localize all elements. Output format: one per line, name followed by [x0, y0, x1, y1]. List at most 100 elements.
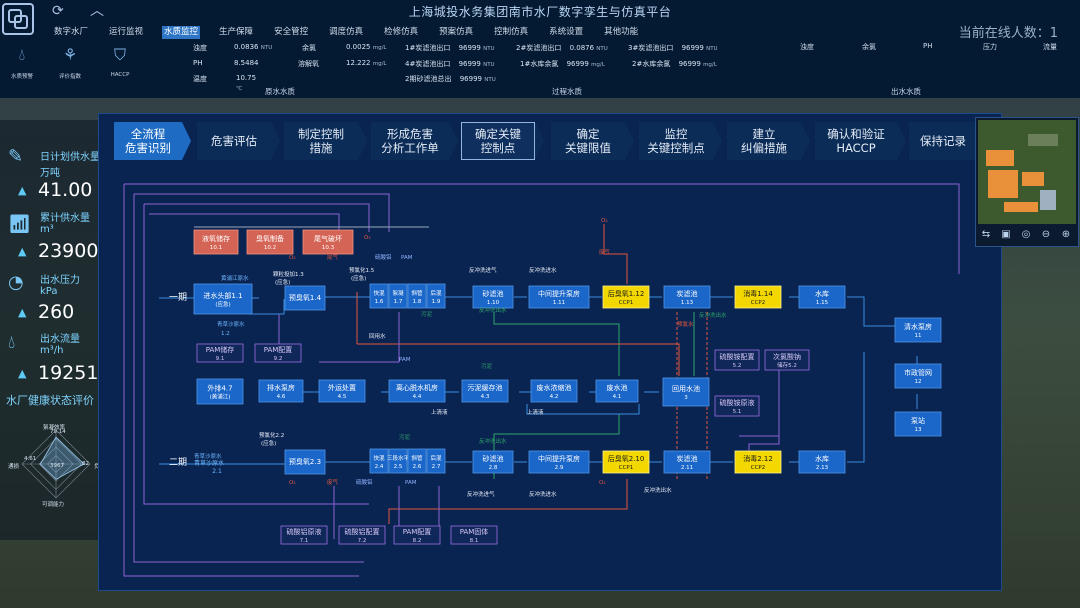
process-node-2.13[interactable] [798, 450, 846, 474]
process-node-2.7[interactable] [426, 448, 446, 474]
haccp-step-8[interactable]: 建立纠偏措施 [727, 122, 801, 160]
process-node-4.5[interactable] [318, 379, 366, 403]
process-node-1.11[interactable] [528, 285, 590, 309]
process-node-1.8[interactable] [407, 283, 427, 309]
zoom-out-icon[interactable]: ⊖ [1041, 229, 1051, 240]
flow-annotation: (应急) [261, 439, 276, 447]
process-node-1.14[interactable] [734, 285, 782, 309]
haccp-step-10[interactable]: 保持记录 [909, 122, 977, 160]
flow-line-6 [133, 194, 364, 563]
process-node-1.9[interactable] [426, 283, 446, 309]
process-node-4.7[interactable] [196, 378, 244, 405]
chevron-up-icon[interactable]: ︿ [90, 3, 104, 19]
process-node-9.1[interactable] [196, 343, 244, 363]
process-node-5.2b[interactable] [764, 349, 810, 371]
process-node-9.2[interactable] [254, 343, 302, 363]
process-node-box [254, 343, 302, 363]
haccp-step-4[interactable]: 形成危害分析工作单 [371, 122, 449, 160]
process-node-code: 1.10 [487, 300, 500, 306]
refresh-icon[interactable]: ⟳ [52, 3, 64, 19]
process-node-1.15[interactable] [798, 285, 846, 309]
process-node-2.4[interactable] [369, 448, 389, 474]
process-node-1.10[interactable] [472, 285, 514, 309]
haccp-step-1[interactable]: 全流程危害识别 [114, 122, 182, 160]
haccp-step-7[interactable]: 监控关键控制点 [639, 122, 713, 160]
process-node-4.1[interactable] [595, 379, 639, 403]
process-node-3[interactable] [662, 377, 710, 407]
process-node-1.6[interactable] [369, 283, 389, 309]
process-node-code: 7.1 [300, 538, 309, 544]
process-node-1.1[interactable] [193, 283, 253, 315]
left-stats-panel: ✎ 日计划供水量 万吨 ▲ 41.00 📶︎ 累计供水量 m³ ▲ 239008… [0, 120, 112, 540]
nav-item-digital-plant[interactable]: 数字水厂 [54, 27, 89, 37]
nav-item-water-quality[interactable]: 水质监控 [162, 26, 201, 39]
flow-annotation: O₂ [289, 480, 296, 486]
process-node-11[interactable] [894, 317, 942, 343]
process-node-2.5[interactable] [388, 448, 408, 474]
process-node-10.1[interactable] [193, 229, 239, 255]
nav-item-maintenance-sim[interactable]: 检修仿真 [384, 27, 419, 37]
minimap-panel[interactable]: ⇆ ▣ ◎ ⊖ ⊕ [975, 117, 1079, 247]
zoom-in-icon[interactable]: ⊕ [1061, 229, 1071, 240]
flow-annotation: 预氯化2.2 [259, 431, 284, 439]
process-node-1.7[interactable] [388, 283, 408, 309]
quick-haccp[interactable]: ⛉ HACCP [100, 44, 140, 78]
out-flow-value: 19251 [38, 362, 99, 384]
nav-item-settings[interactable]: 系统设置 [549, 27, 584, 37]
process-node-10.2[interactable] [246, 229, 294, 255]
process-node-4.4[interactable] [388, 379, 446, 403]
nav-item-production[interactable]: 生产保障 [219, 27, 254, 37]
haccp-step-6[interactable]: 确定关键限值 [551, 122, 625, 160]
process-node-2.6[interactable] [407, 448, 427, 474]
haccp-step-2[interactable]: 危害评估 [197, 122, 271, 160]
edit-icon: ✎ [8, 146, 24, 167]
process-node-7.2[interactable] [338, 525, 386, 545]
flow-annotation: 反冲洗出水 [479, 306, 507, 314]
locate-icon[interactable]: ◎ [1021, 229, 1031, 240]
quick-water-alert[interactable]: 💧︎ 水质预警 [2, 44, 42, 80]
process-node-4.3[interactable] [461, 379, 509, 403]
process-node-2.11[interactable] [663, 450, 711, 474]
source-code: 2.1 [212, 468, 222, 475]
process-node-2.10[interactable] [602, 450, 650, 474]
quick-eval-index[interactable]: ⚘ 评价指数 [50, 44, 90, 80]
nav-item-dispatch-sim[interactable]: 调度仿真 [329, 27, 364, 37]
process-node-10.3[interactable] [302, 229, 354, 255]
process-node-2.12[interactable] [734, 450, 782, 474]
process-node-5.1[interactable] [714, 395, 760, 417]
process-node-8.1[interactable] [450, 525, 498, 545]
haccp-step-5[interactable]: 确定关键控制点 [461, 122, 535, 160]
camera-icon[interactable]: ▣ [1001, 229, 1011, 240]
process-node-code: 12 [915, 379, 922, 385]
process-node-box [714, 395, 760, 417]
process-node-label: 后臭氧1.12 [608, 289, 645, 298]
process-node-code: 4.4 [413, 394, 422, 400]
process-node-box [284, 285, 326, 311]
app-logo-icon[interactable] [2, 3, 34, 35]
layers-icon[interactable]: ⇆ [981, 229, 991, 240]
process-node-5.2[interactable] [714, 349, 760, 371]
process-node-label: 炭滤池 [677, 454, 698, 463]
process-node-8.2[interactable] [393, 525, 441, 545]
nav-item-control-sim[interactable]: 控制仿真 [494, 27, 529, 37]
process-node-13[interactable] [894, 411, 942, 437]
nav-item-plan-sim[interactable]: 预案仿真 [439, 27, 474, 37]
process-node-2.3[interactable] [284, 449, 326, 475]
process-node-2.9[interactable] [528, 450, 590, 474]
minimap-image[interactable] [978, 120, 1076, 224]
haccp-step-3[interactable]: 制定控制措施 [284, 122, 358, 160]
top-bar: ⟳ ︿ 上海城投水务集团南市水厂数字孪生与仿真平台 当前在线人数：1 数字水厂 … [0, 0, 1080, 98]
process-node-box [595, 379, 639, 403]
nav-item-operation[interactable]: 运行监视 [109, 27, 144, 37]
process-node-4.6[interactable] [258, 379, 304, 403]
process-node-1.13[interactable] [663, 285, 711, 309]
process-node-2.8[interactable] [472, 450, 514, 474]
process-node-1.4[interactable] [284, 285, 326, 311]
process-node-4.2[interactable] [530, 379, 578, 403]
nav-item-safety[interactable]: 安全管控 [274, 27, 309, 37]
nav-item-other[interactable]: 其他功能 [604, 27, 639, 37]
process-node-1.12[interactable] [602, 285, 650, 309]
process-node-7.1[interactable] [280, 525, 328, 545]
process-node-12[interactable] [894, 363, 942, 389]
